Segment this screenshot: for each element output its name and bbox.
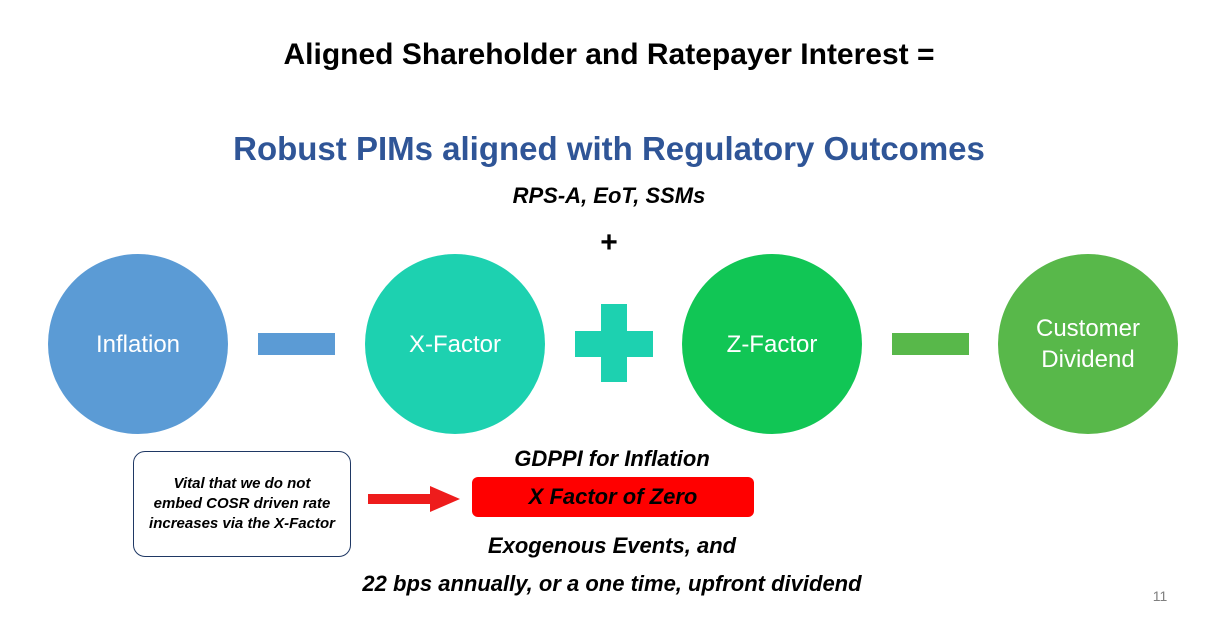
exogenous-text: Exogenous Events, and [487, 533, 737, 558]
z-factor-label: Z-Factor [726, 330, 818, 358]
customer-dividend-circle: Customer Dividend [998, 254, 1178, 434]
minus-operator-2 [892, 333, 969, 355]
gdppi-text: GDPPI for Inflation [514, 446, 710, 471]
pim-list: RPS-A, EoT, SSMs [512, 183, 706, 208]
slide-subtitle: Robust PIMs aligned with Regulatory Outc… [233, 130, 985, 167]
plus-sign: + [600, 226, 618, 259]
page-number: 11 [1152, 588, 1168, 604]
slide-title: Aligned Shareholder and Ratepayer Intere… [283, 38, 935, 71]
arrow-right-icon [368, 486, 460, 512]
plus-operator-vertical [601, 304, 627, 382]
inflation-label: Inflation [95, 330, 181, 358]
x-factor-circle: X-Factor [365, 254, 545, 434]
z-factor-circle: Z-Factor [682, 254, 862, 434]
inflation-circle: Inflation [48, 254, 228, 434]
customer-dividend-label: Customer Dividend [1035, 315, 1141, 373]
x-factor-zero-highlight: X Factor of Zero [472, 477, 754, 517]
callout-text: Vital that we do not embed COSR driven r… [149, 475, 335, 532]
x-factor-zero-text: X Factor of Zero [528, 484, 698, 509]
x-factor-label: X-Factor [408, 330, 501, 358]
callout-box: Vital that we do not embed COSR driven r… [133, 451, 351, 557]
dividend-text: 22 bps annually, or a one time, upfront … [362, 571, 862, 596]
minus-operator-1 [258, 333, 335, 355]
